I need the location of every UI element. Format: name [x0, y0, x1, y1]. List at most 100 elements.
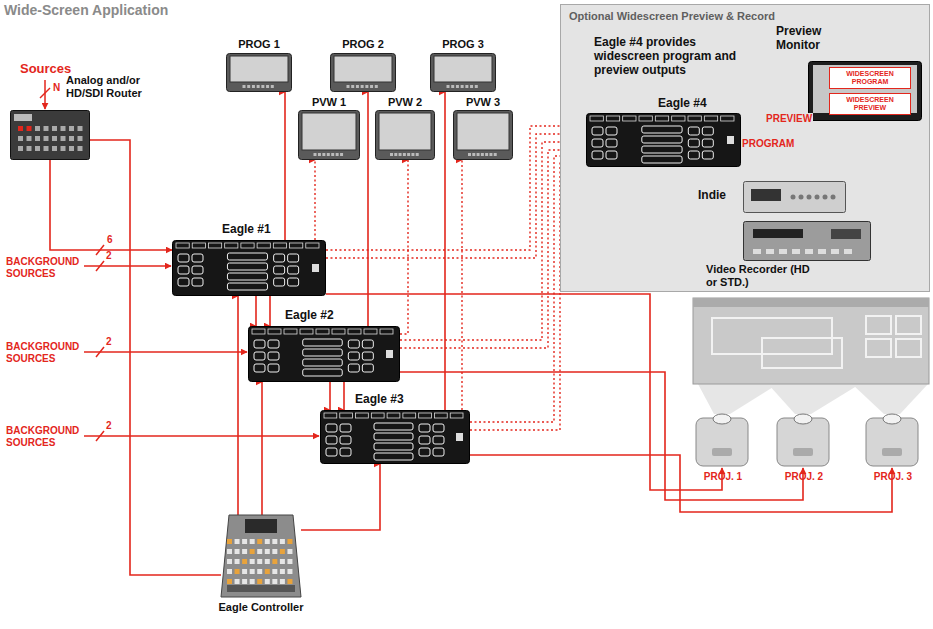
signal-connector: [261, 382, 263, 515]
annotation: BACKGROUND SOURCES: [6, 341, 86, 364]
annotation: BACKGROUND SOURCES: [6, 256, 86, 279]
node-label: Indie: [698, 189, 726, 203]
projector: PROJ. 1: [692, 410, 756, 488]
signal-connector: [301, 464, 380, 530]
light-beam: [852, 384, 928, 414]
node-label: PROG 2: [330, 38, 396, 51]
signal-connector: [367, 92, 369, 326]
node-label: PROG 3: [430, 38, 496, 51]
monitor-symbol: [430, 53, 496, 92]
node-label: Eagle #1: [222, 223, 271, 237]
node-label: PROJ. 2: [773, 471, 835, 483]
monitor-symbol: [453, 110, 513, 160]
screen-window: WIDESCREEN PREVIEW: [829, 93, 911, 115]
signal-connector: [470, 455, 892, 512]
node-label: Optional Widescreen Preview & Record: [569, 10, 775, 23]
controller-symbol: [221, 515, 301, 597]
video-recorder: Video Recorder (HD or STD.): [706, 221, 876, 291]
monitor-symbol: [375, 110, 435, 160]
node-label: Eagle #3: [355, 393, 404, 407]
background-wire: [84, 351, 247, 353]
switcher-unit: Eagle #4: [586, 97, 741, 167]
screen-window: [712, 318, 832, 354]
bus-slash: [96, 347, 104, 357]
signal-connector: [237, 296, 239, 515]
screen: [693, 298, 929, 384]
signal-connector: [50, 160, 172, 250]
projector-symbol: [862, 410, 922, 468]
projector-symbol: [692, 410, 752, 468]
monitor: PVW 2: [375, 96, 437, 160]
monitor: PROG 3: [430, 38, 498, 92]
monitor: PVW 1: [298, 96, 362, 160]
node-label: Eagle #4: [658, 97, 707, 111]
signal-connector: [343, 382, 345, 410]
signal-connector: [329, 382, 331, 410]
preview-monitor: Preview MonitorWIDESCREEN PROGRAM WIDESCR…: [776, 25, 924, 121]
converter: Indie: [698, 179, 848, 215]
dotted-connector: [400, 150, 586, 348]
annotation: BACKGROUND SOURCES: [6, 425, 86, 448]
indie-symbol: [743, 181, 846, 213]
dotted-connector: [400, 142, 586, 340]
node-label: PROG 1: [226, 38, 292, 51]
monitor: PROG 2: [330, 38, 398, 92]
node-label: Analog and/or HD/SDI Router: [66, 74, 152, 99]
light-beam: [698, 384, 778, 414]
switcher-unit: Eagle #3: [320, 392, 470, 464]
bus-slash: [96, 261, 104, 271]
background-wire: [84, 435, 319, 437]
screen-window: [896, 316, 921, 334]
monitor-symbol: [226, 53, 292, 92]
screen-window: [866, 339, 891, 357]
bus-slash: [40, 88, 50, 98]
node-label: Eagle #2: [285, 309, 334, 323]
screen-window: WIDESCREEN PROGRAM: [829, 67, 911, 89]
annotation: N: [53, 82, 60, 94]
projector: PROJ. 3: [862, 410, 926, 488]
node-label: PROJ. 3: [862, 471, 924, 483]
background-wire: [84, 265, 171, 267]
annotation: 2: [106, 250, 112, 262]
annotation: Eagle #4 provides widescreen program and…: [594, 36, 754, 77]
recorder-symbol: [743, 221, 871, 261]
dotted-connector: [314, 160, 315, 240]
router-symbol: [10, 110, 90, 160]
screen-band: [693, 298, 929, 307]
projection-screen: [693, 298, 929, 414]
signal-connector: [269, 296, 271, 326]
node-label: Video Recorder (HD or STD.): [706, 263, 816, 288]
annotation: Sources: [20, 62, 71, 77]
node-label: WIDESCREEN PREVIEW: [830, 96, 910, 113]
controller: Eagle Controller: [211, 515, 313, 617]
projector-symbol: [773, 410, 833, 468]
node-label: PVW 3: [453, 96, 513, 109]
eagle-symbol: [248, 326, 400, 382]
eagle-symbol: [172, 240, 326, 296]
switcher-unit: Eagle #1: [172, 222, 326, 296]
signal-connector: [284, 92, 286, 240]
signal-connector: [400, 372, 803, 500]
monitor: PROG 1: [226, 38, 294, 92]
node-label: PROJ. 1: [692, 471, 754, 483]
bus-slash: [96, 431, 104, 441]
edge-label: PREVIEW: [765, 113, 813, 124]
node-label: Eagle Controller: [211, 601, 311, 614]
node-label: PVW 2: [375, 96, 435, 109]
eagle-symbol: [586, 113, 741, 167]
dotted-connector: [400, 160, 408, 334]
screen-window: [896, 339, 921, 357]
projector: PROJ. 2: [773, 410, 837, 488]
screen-window: [866, 316, 891, 334]
node-label: Preview Monitor: [776, 25, 846, 53]
router: Analog and/or HD/SDI Router: [8, 66, 154, 164]
node-label: PVW 1: [298, 96, 360, 109]
monitor-symbol: [330, 53, 396, 92]
screen-window: [762, 338, 842, 368]
signal-connector: [255, 296, 257, 326]
annotation: 2: [106, 336, 112, 348]
diagram-title: Wide-Screen Application: [4, 2, 168, 18]
eagle-symbol: [320, 410, 470, 464]
switcher-unit: Eagle #2: [248, 308, 400, 382]
